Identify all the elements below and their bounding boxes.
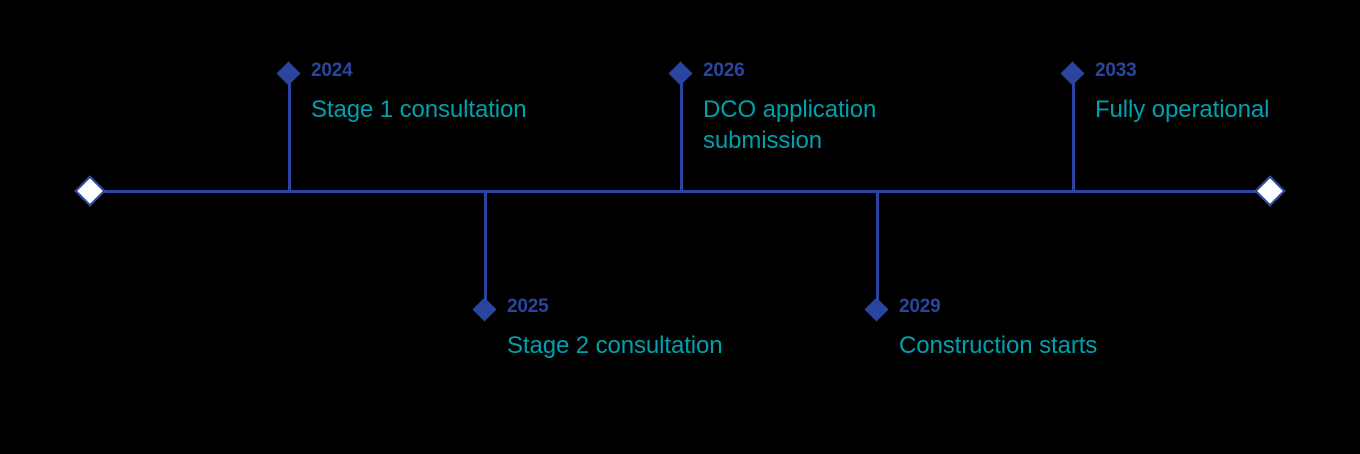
milestone-connector-line — [680, 74, 683, 192]
milestone-description-line: Stage 2 consultation — [507, 332, 723, 359]
milestone-year: 2025 — [507, 296, 549, 317]
milestone-description-line: DCO application — [703, 96, 877, 123]
milestone-description-line: Stage 1 consultation — [311, 96, 527, 123]
milestone-description-line: Fully operational — [1095, 96, 1270, 123]
milestone-connector-line — [1072, 74, 1075, 192]
milestone-diamond-icon — [1060, 61, 1085, 86]
timeline-start-diamond-icon — [74, 175, 106, 207]
milestone-description: Stage 1 consultation — [311, 94, 651, 125]
milestone-diamond-icon — [864, 297, 889, 322]
milestone-year: 2024 — [311, 60, 353, 81]
milestone-connector-line — [288, 74, 291, 192]
milestone-description-line: submission — [703, 127, 823, 154]
milestone-description-line: Construction starts — [899, 332, 1098, 359]
milestone-description: Construction starts — [899, 330, 1239, 361]
milestone-connector-line — [876, 191, 879, 310]
milestone-description: Fully operational — [1095, 94, 1360, 125]
milestone-year: 2029 — [899, 296, 941, 317]
milestone-diamond-icon — [276, 61, 301, 86]
milestone-description: DCO application submission — [703, 94, 1043, 156]
milestone-diamond-icon — [472, 297, 497, 322]
milestone-description: Stage 2 consultation — [507, 330, 847, 361]
timeline-end-diamond-icon — [1254, 175, 1286, 207]
milestone-year: 2033 — [1095, 60, 1137, 81]
milestone-connector-line — [484, 191, 487, 310]
milestone-diamond-icon — [668, 61, 693, 86]
milestone-year: 2026 — [703, 60, 745, 81]
